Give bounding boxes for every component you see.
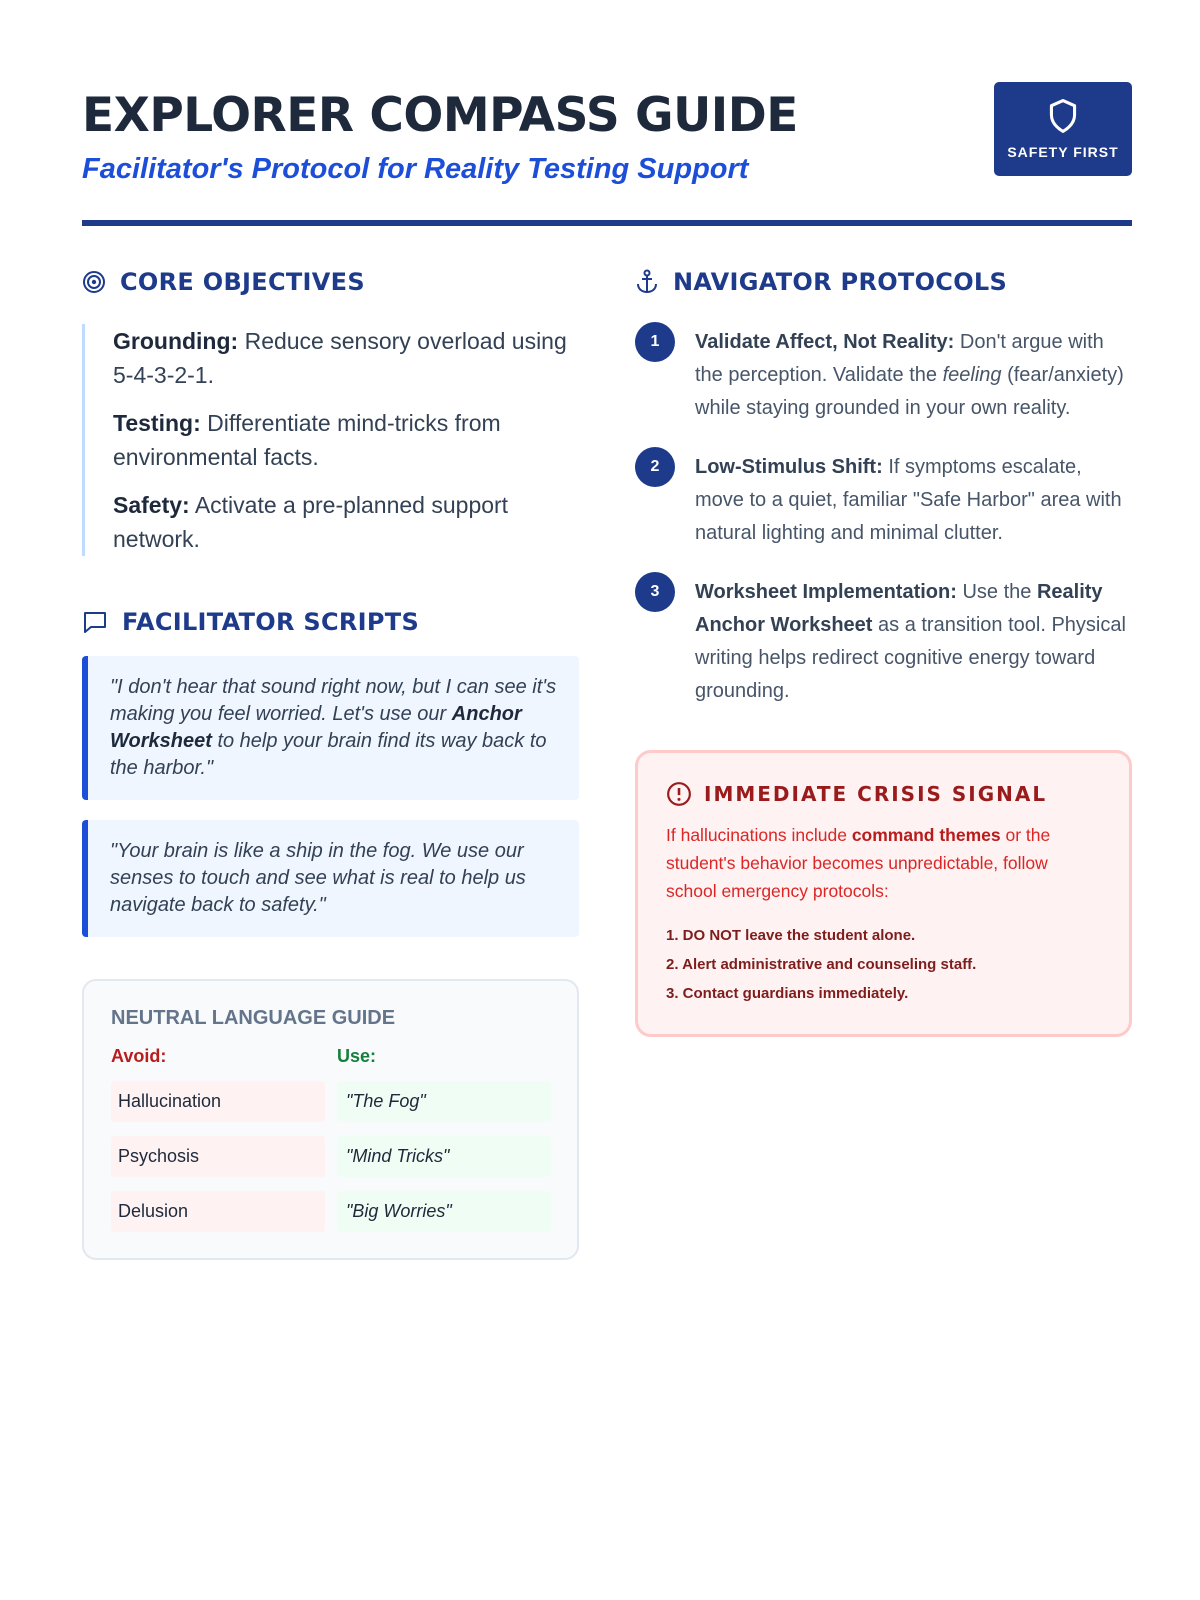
shield-icon — [1049, 99, 1077, 133]
quote-text: to help your brain find its way back to … — [110, 730, 547, 779]
heading-text: FACILITATOR SCRIPTS — [122, 608, 420, 636]
step-number: 3 — [635, 572, 675, 612]
crisis-step: 3. Contact guardians immediately. — [666, 985, 909, 1002]
target-icon — [83, 271, 105, 293]
use-header: Use: — [337, 1046, 377, 1066]
script-quote: "Your brain is like a ship in the fog. W… — [82, 820, 579, 937]
crisis-emphasis: command themes — [851, 825, 1001, 845]
chat-bubble-icon — [84, 612, 106, 633]
step-number: 2 — [635, 447, 675, 487]
header: EXPLORER COMPASS GUIDE Facilitator's Pro… — [82, 80, 1132, 226]
crisis-steps: 1. DO NOT leave the student alone. 2. Al… — [666, 921, 1101, 1008]
crisis-description: If hallucinations include command themes… — [666, 821, 1101, 905]
step-emphasis: feeling — [942, 364, 1002, 386]
use-term: "Big Worries" — [337, 1191, 551, 1232]
left-column: CORE OBJECTIVES Grounding: Reduce sensor… — [82, 268, 579, 1260]
step-emphasis: Reality Anchor Worksheet — [695, 581, 1103, 636]
step-text: (fear/anxiety) while staying grounded in… — [695, 364, 1124, 419]
alert-icon — [667, 782, 691, 806]
crisis-step: 2. Alert administrative and counseling s… — [666, 956, 977, 973]
language-guide-title: NEUTRAL LANGUAGE GUIDE — [111, 1007, 396, 1029]
crisis-heading: IMMEDIATE CRISIS SIGNAL — [666, 781, 1101, 807]
crisis-signal-box: IMMEDIATE CRISIS SIGNAL If hallucination… — [635, 750, 1132, 1037]
objective-label: Grounding: — [113, 328, 239, 354]
step-label: Low-Stimulus Shift: — [695, 456, 883, 478]
anchor-icon — [637, 269, 657, 294]
avoid-term: Hallucination — [111, 1081, 325, 1122]
heading-text: IMMEDIATE CRISIS SIGNAL — [704, 782, 1048, 806]
step-text: If symptoms escalate, move to a quiet, f… — [695, 456, 1122, 544]
step-number: 1 — [635, 322, 675, 362]
objective-text: Differentiate mind-tricks from environme… — [113, 410, 501, 470]
crisis-text: or the student's behavior becomes unpred… — [666, 825, 1051, 901]
objective-item: Testing: Differentiate mind-tricks from … — [113, 406, 579, 474]
guide-page: EXPLORER COMPASS GUIDE Facilitator's Pro… — [82, 80, 1132, 1260]
page-title: EXPLORER COMPASS GUIDE — [82, 88, 798, 143]
step-text: Don't argue with the perception. Validat… — [695, 331, 1104, 386]
objective-text: Activate a pre-planned support network. — [113, 492, 509, 552]
avoid-term: Psychosis — [111, 1136, 325, 1177]
objectives-list: Grounding: Reduce sensory overload using… — [82, 324, 579, 556]
quote-text: "Your brain is like a ship in the fog. W… — [110, 840, 526, 916]
objective-text: Reduce sensory overload using 5-4-3-2-1. — [113, 328, 567, 388]
avoid-header: Avoid: — [111, 1046, 167, 1066]
right-column: NAVIGATOR PROTOCOLS 1 Validate Affect, N… — [635, 268, 1132, 1260]
use-term: "Mind Tricks" — [337, 1136, 551, 1177]
crisis-step: 1. DO NOT leave the student alone. — [666, 927, 916, 944]
heading-text: NAVIGATOR PROTOCOLS — [673, 268, 1008, 296]
quote-text: "I don't hear that sound right now, but … — [110, 676, 557, 725]
page-subtitle: Facilitator's Protocol for Reality Testi… — [82, 153, 749, 185]
objective-item: Safety: Activate a pre-planned support n… — [113, 488, 579, 556]
navigator-protocols-heading: NAVIGATOR PROTOCOLS — [635, 268, 1132, 296]
objective-item: Grounding: Reduce sensory overload using… — [113, 324, 579, 392]
step-label: Validate Affect, Not Reality: — [695, 331, 955, 353]
quote-emphasis: Anchor Worksheet — [110, 703, 522, 752]
protocol-step: 3 Worksheet Implementation: Use the Real… — [635, 572, 1132, 708]
neutral-language-guide: NEUTRAL LANGUAGE GUIDE Avoid: Use: Hallu… — [82, 979, 579, 1260]
avoid-term: Delusion — [111, 1191, 325, 1232]
badge-label: SAFETY FIRST — [1007, 144, 1119, 160]
core-objectives-heading: CORE OBJECTIVES — [82, 268, 579, 296]
use-term: "The Fog" — [337, 1081, 551, 1122]
objective-label: Testing: — [113, 410, 201, 436]
crisis-text: If hallucinations include — [666, 825, 852, 845]
facilitator-scripts-heading: FACILITATOR SCRIPTS — [82, 608, 579, 636]
protocol-step: 1 Validate Affect, Not Reality: Don't ar… — [635, 322, 1132, 425]
step-text: Use the — [956, 581, 1037, 603]
step-text: as a transition tool. Physical writing h… — [695, 614, 1126, 702]
objective-label: Safety: — [113, 492, 190, 518]
safety-badge: SAFETY FIRST — [994, 82, 1132, 176]
script-quote: "I don't hear that sound right now, but … — [82, 656, 579, 800]
step-label: Worksheet Implementation: — [695, 581, 957, 603]
heading-text: CORE OBJECTIVES — [120, 268, 365, 296]
protocol-step: 2 Low-Stimulus Shift: If symptoms escala… — [635, 447, 1132, 550]
